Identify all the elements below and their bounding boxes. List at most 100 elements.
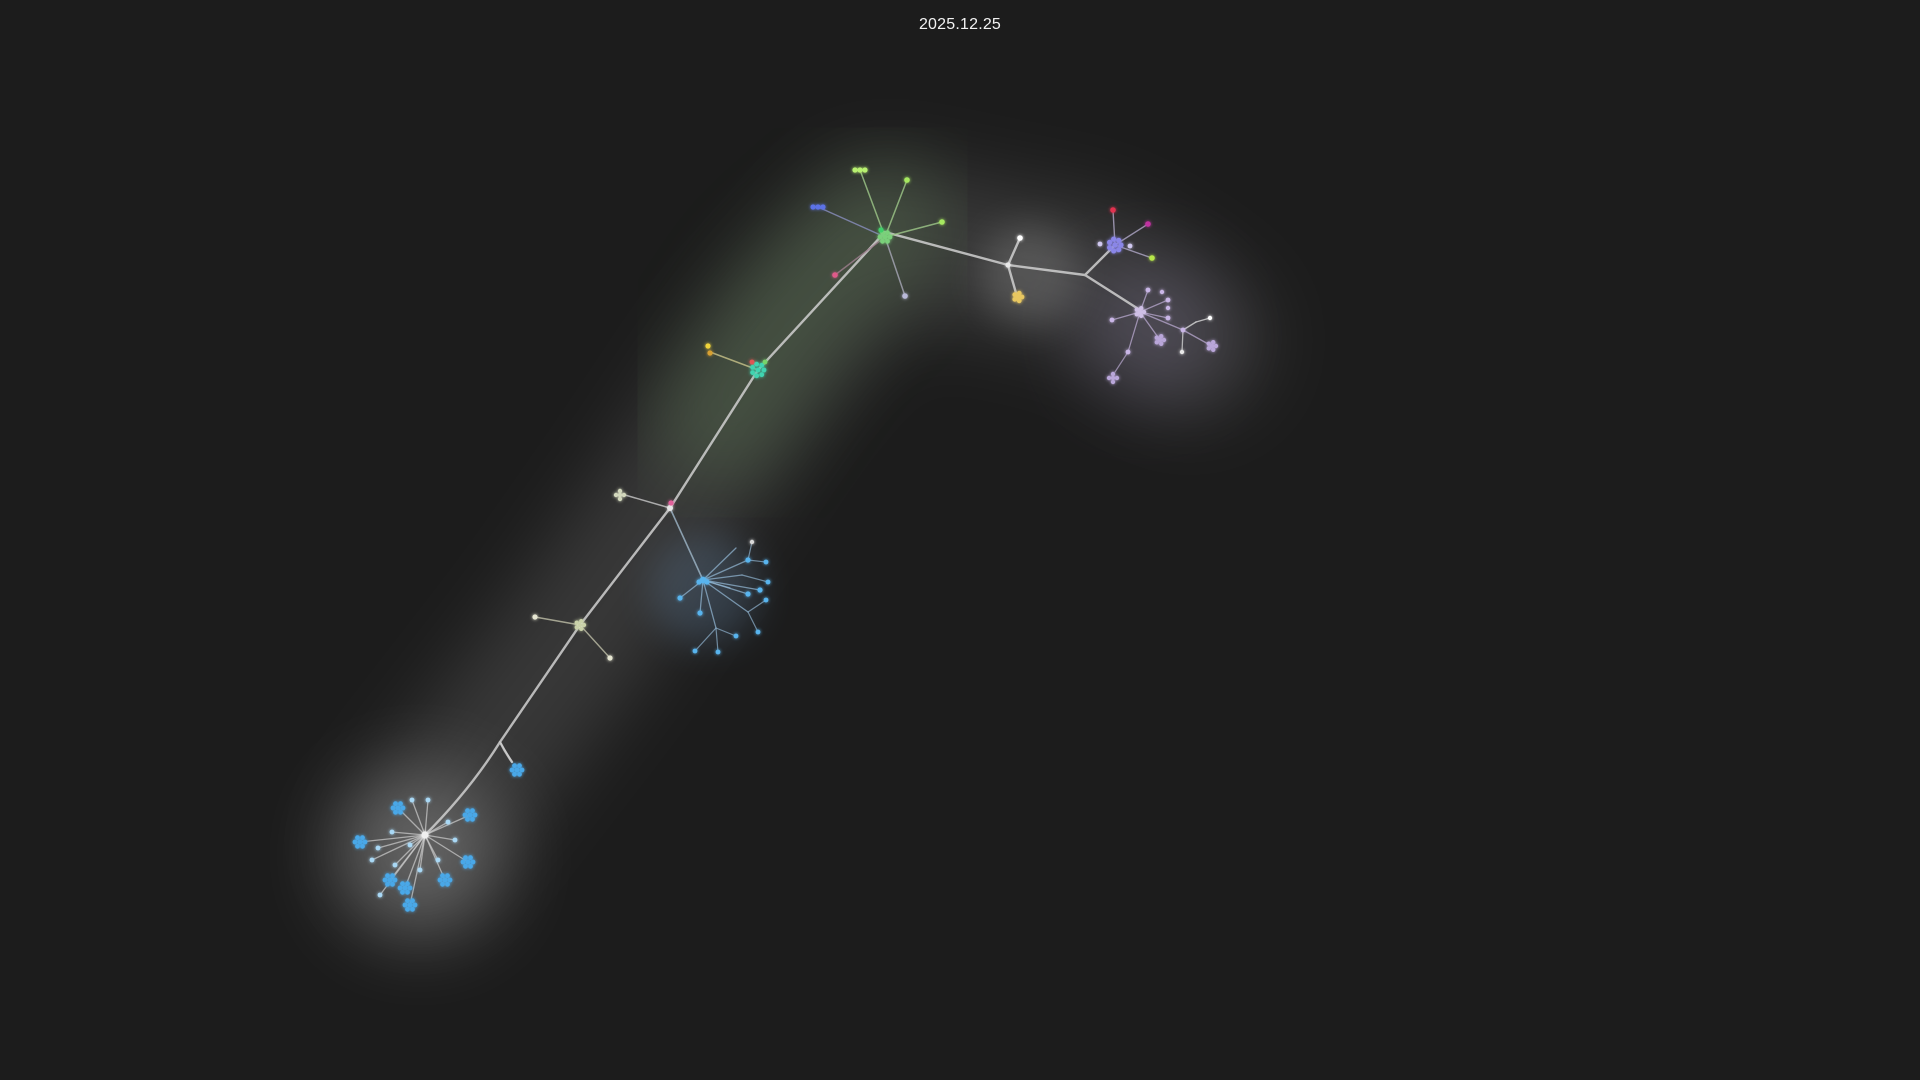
node-cluster-member — [400, 881, 405, 887]
node-cluster-member — [1206, 346, 1211, 351]
node-cluster-member — [412, 902, 418, 908]
node-cluster-member — [579, 618, 584, 624]
date-title: 2025.12.25 — [918, 16, 1002, 33]
green-leaf-cluster — [852, 167, 858, 173]
lightblue-sub-edge — [694, 627, 717, 652]
star-edge — [579, 624, 611, 659]
olive-hub-cluster — [577, 622, 583, 628]
node-cluster-member — [1211, 339, 1216, 345]
lightblue-leaf-node — [692, 648, 698, 654]
lightblue-branch-edge — [702, 559, 749, 581]
halo-layer — [335, 160, 1265, 940]
node-layer — [352, 167, 1219, 912]
node-cluster-member — [1116, 237, 1122, 243]
node-cluster-member — [509, 767, 515, 773]
node-cluster-member — [517, 771, 522, 777]
violet-leaf-node — [1110, 207, 1116, 213]
blue-leaf-node — [417, 867, 423, 873]
root-branch-edge — [371, 834, 426, 861]
edge-to-lavender-hub — [1083, 273, 1142, 312]
node-cluster-member — [470, 808, 475, 814]
lavender-sub-edge — [1181, 329, 1184, 353]
root-branch-edge — [404, 834, 426, 889]
lightblue-sub-edge — [741, 574, 769, 583]
blue-leaf-cluster — [387, 877, 393, 883]
white-leaf-node — [1179, 349, 1185, 355]
node-cluster-member — [613, 492, 619, 498]
blue-small-cluster — [514, 767, 520, 773]
node-cluster-member — [1118, 242, 1124, 248]
node-cluster-member — [397, 885, 403, 891]
lightblue-leaf-node — [763, 597, 769, 603]
node-cluster-member — [355, 835, 360, 841]
node-cluster-member — [1211, 347, 1216, 353]
node-cluster-member — [1016, 290, 1022, 296]
leaf-node — [607, 655, 613, 661]
lightblue-leaf-node — [715, 649, 721, 655]
node-cluster-member — [877, 234, 883, 240]
mid-hub-node — [667, 505, 673, 511]
node-cluster-member — [1141, 309, 1147, 315]
edge-to-white-leaf — [1006, 236, 1022, 267]
root-branch-edge — [424, 834, 439, 861]
lightblue-leaf-node — [757, 587, 763, 593]
node-cluster-member — [385, 873, 390, 879]
node-cluster-member — [1116, 247, 1122, 253]
root-branch-edge — [377, 834, 426, 849]
lavender-sub-edge — [1182, 329, 1211, 346]
lightblue-branch-edge — [702, 579, 749, 613]
node-cluster-member — [360, 843, 365, 849]
violet-hub-node — [1127, 243, 1133, 249]
lightblue-leaf-node — [745, 557, 751, 563]
orange-leaf-node — [707, 350, 713, 356]
node-cluster-member — [390, 873, 395, 879]
lightblue-sub-edge — [747, 611, 759, 633]
node-cluster-member — [579, 626, 584, 632]
lightblue-leaf-node — [677, 595, 683, 601]
node-cluster-member — [1016, 298, 1022, 304]
root-branch-edge — [424, 814, 471, 836]
node-cluster-member — [440, 873, 445, 879]
node-cluster-member — [1206, 341, 1211, 346]
blue-leaf-node — [435, 857, 441, 863]
root-hub-node — [421, 831, 429, 839]
lavender-branch-edge — [1139, 311, 1184, 331]
node-cluster-member — [405, 906, 410, 912]
lavender-leaf-node — [1125, 349, 1131, 355]
blue-leaf-cluster — [442, 877, 448, 883]
lightblue-branch-edge — [702, 579, 717, 629]
blue-leaf-node — [392, 862, 398, 868]
red-node — [749, 359, 755, 365]
node-cluster-member — [385, 881, 390, 887]
node-cluster-member — [617, 488, 623, 494]
lightblue-sub-edge — [715, 627, 719, 653]
node-cluster-member — [398, 801, 403, 807]
lavender-leaf-node — [1145, 287, 1151, 293]
lightblue-leaf-node — [763, 559, 769, 565]
node-cluster-member — [360, 835, 365, 841]
node-cluster-member — [574, 620, 579, 625]
node-cluster-member — [470, 816, 475, 822]
lightblue-sub-edge — [747, 599, 767, 613]
lavender-leaf-cluster — [1157, 337, 1163, 343]
node-cluster-member — [468, 863, 473, 869]
node-cluster-member — [355, 843, 360, 849]
node-cluster-member — [1110, 371, 1116, 377]
node-cluster-member — [1134, 312, 1139, 317]
node-cluster-member — [1111, 248, 1117, 254]
lightblue-leaf-node — [765, 579, 771, 585]
green-leaf-cluster — [857, 167, 863, 173]
blue-small-edge — [499, 741, 513, 763]
green-star-edge — [884, 179, 908, 238]
lightblue-branch-edge — [702, 579, 761, 591]
node-cluster-member — [750, 370, 755, 376]
node-cluster-member — [1019, 294, 1025, 300]
node-cluster-member — [759, 362, 765, 368]
node-cluster-member — [390, 881, 395, 887]
green-star-edge — [884, 236, 906, 297]
node-cluster-member — [393, 809, 398, 815]
lightblue-hub-node — [696, 579, 702, 585]
node-cluster-member — [1154, 335, 1159, 340]
root-branch-edge — [411, 799, 426, 836]
lavender-leaf-node — [1165, 297, 1171, 303]
